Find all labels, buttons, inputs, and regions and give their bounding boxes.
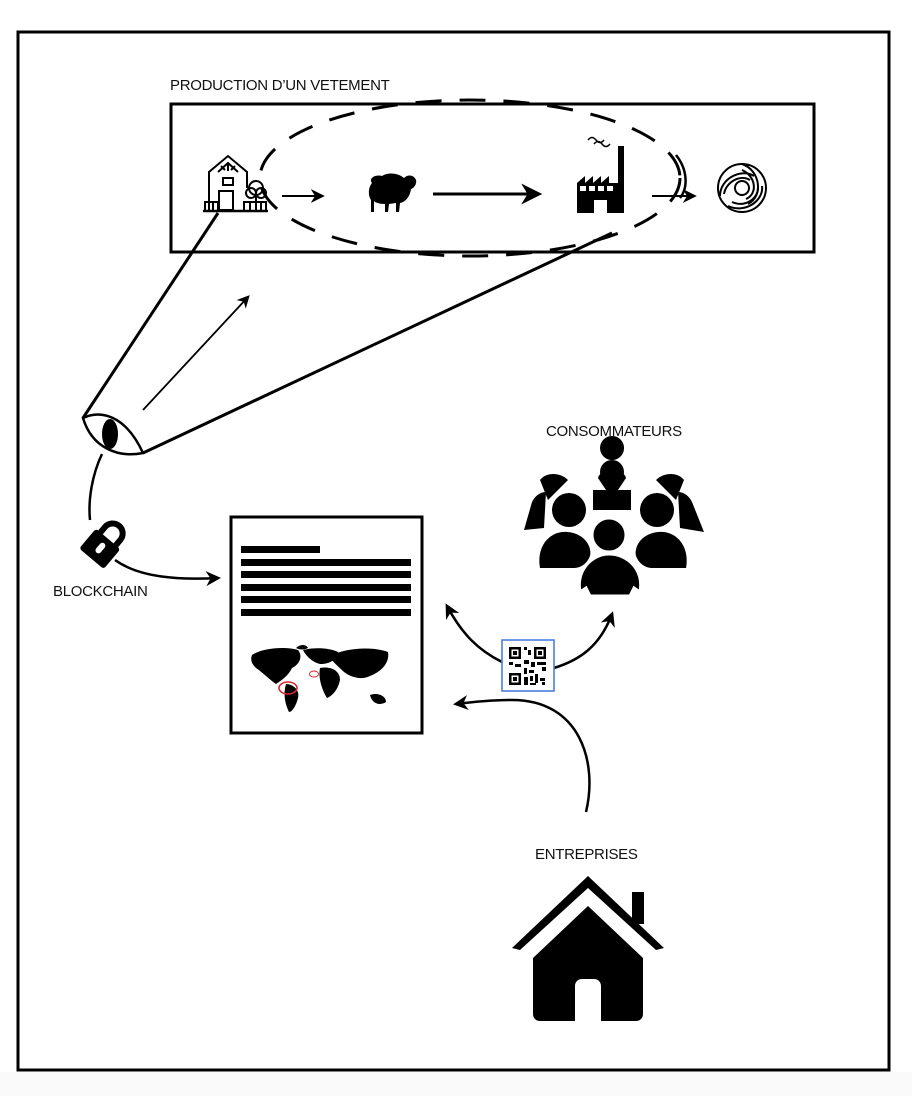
sight-arrow [142,295,250,411]
lock-icon [80,520,126,568]
factory-icon [577,136,624,213]
production-box [169,102,816,254]
qr-code-icon[interactable] [501,639,555,692]
map-highlight-south-america [278,681,298,695]
qr-to-document-arrow [445,603,503,664]
world-map [251,645,389,712]
document-with-world-map-icon [229,515,424,735]
eye-icon [81,413,145,456]
companies-to-document-arrow [453,695,591,813]
house-icon [512,876,664,1021]
bottom-strip [0,1072,912,1096]
consumers-group-icon [524,436,704,598]
qr-to-consumers-arrow [553,611,615,670]
blockchain-arrow [114,558,221,587]
outer-frame [16,30,891,1072]
farm-icon [203,154,268,213]
cone-line-left [81,212,220,419]
production-dashed-ellipse [258,98,682,258]
wool-mark-icon [717,163,767,213]
consumers-label: CONSOMMATEURS [546,423,682,440]
companies-label: ENTREPRISES [535,846,638,863]
production-title: PRODUCTION D’UN VETEMENT [170,77,390,94]
blockchain-label: BLOCKCHAIN [53,583,148,600]
eye-to-lock-line [88,453,104,521]
map-highlight-europe [309,670,319,678]
cone-line-right [142,231,613,455]
sheep-icon [368,173,417,212]
